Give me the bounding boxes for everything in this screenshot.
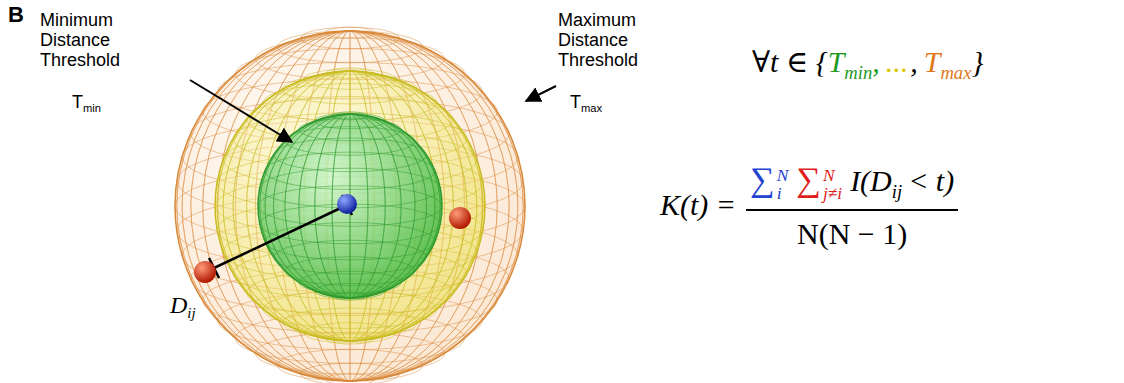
math-term: I(D — [850, 164, 892, 197]
leader-arrow — [526, 86, 556, 101]
text-group: Dij — [170, 292, 196, 322]
threshold-sphere — [175, 27, 525, 383]
threshold-sphere — [258, 112, 442, 300]
distance-subscript: ij — [187, 305, 195, 321]
math-term: , — [910, 45, 918, 78]
math-term: ∀t ∈ { — [752, 45, 828, 78]
text-group: Maximum Distance Threshold — [558, 10, 678, 70]
sum-limit: N — [777, 166, 789, 184]
math-term: ... — [886, 45, 909, 78]
text-group: K(t) =∑Ni∑Nj≠iI(Dij< t)N(N − 1) — [660, 160, 958, 251]
math-term: T — [828, 45, 845, 78]
callout-label: Maximum Distance Threshold — [558, 10, 638, 70]
threshold-subscript: min — [83, 102, 101, 114]
text-group: Tmax — [570, 92, 602, 114]
math-term: < t) — [908, 164, 954, 197]
center-point — [337, 194, 357, 214]
math-term: T — [924, 45, 941, 78]
sum-limits: Ni — [777, 166, 789, 203]
sum-sign: ∑ — [750, 160, 775, 198]
math-term: , — [872, 45, 880, 78]
sum-limit: i — [777, 184, 789, 202]
text-group: Tmin — [72, 92, 101, 114]
formula-lhs: K(t) = — [660, 188, 736, 222]
distance-line — [214, 205, 347, 268]
leader-arrow — [190, 80, 292, 142]
math-term: min — [844, 62, 872, 83]
sum-limit: N — [823, 166, 842, 184]
numerator: ∑Ni∑Nj≠iI(Dij< t) — [746, 160, 958, 211]
neighbor-point — [194, 261, 216, 283]
neighbor-point — [449, 207, 471, 229]
sum-limit: j≠i — [823, 184, 842, 202]
text-group: ∀t ∈ {Tmin,...,Tmax} — [752, 44, 983, 84]
sum-limits: Nj≠i — [823, 166, 842, 203]
panel-letter: B — [8, 2, 24, 27]
threshold-symbol: T — [570, 92, 581, 112]
math-term: N(N − 1) — [797, 217, 907, 250]
threshold-symbol: T — [72, 92, 83, 112]
math-term: ij — [892, 181, 902, 202]
fraction: ∑Ni∑Nj≠iI(Dij< t)N(N − 1) — [746, 160, 958, 251]
callout-label: Minimum Distance Threshold — [40, 10, 120, 70]
denominator: N(N − 1) — [797, 211, 907, 251]
threshold-sphere — [215, 68, 485, 344]
math-term: K(t) = — [660, 188, 736, 221]
distance-label: D — [170, 292, 187, 318]
sum-sign: ∑ — [796, 160, 821, 198]
text-group: B — [8, 2, 24, 28]
threshold-subscript: max — [581, 102, 602, 114]
math-term: } — [971, 45, 983, 78]
math-term: max — [940, 62, 971, 83]
text-group: Minimum Distance Threshold — [40, 10, 160, 70]
